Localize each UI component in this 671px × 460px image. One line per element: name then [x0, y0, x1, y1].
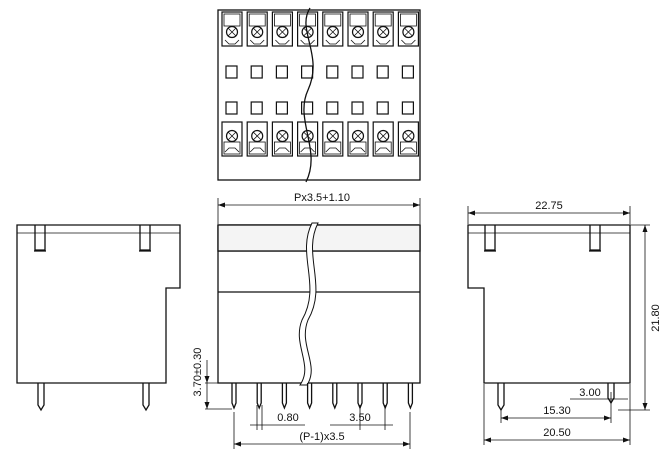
left-side-view	[16, 224, 181, 412]
terminal-cell	[397, 11, 419, 47]
right-side-view: 22.75 21.80 3.00 15.30 20.50	[467, 200, 662, 445]
pad	[275, 101, 288, 115]
terminal-cell	[271, 121, 293, 157]
terminal-cell	[347, 11, 369, 47]
pad	[301, 65, 314, 79]
pad	[351, 101, 364, 115]
pad	[326, 65, 339, 79]
pin	[382, 383, 388, 410]
terminal-cell	[372, 11, 394, 47]
terminal-cell	[246, 11, 268, 47]
terminal-cell	[271, 11, 293, 47]
terminal-cell	[221, 121, 243, 157]
pin	[357, 383, 363, 410]
terminal-cell	[297, 11, 319, 47]
pad	[401, 65, 414, 79]
pin	[256, 383, 262, 410]
terminal-cell	[372, 121, 394, 157]
pad	[376, 101, 389, 115]
pad	[225, 65, 238, 79]
pad	[401, 101, 414, 115]
side-pin-offset-label: 3.00	[579, 387, 600, 399]
pin	[231, 383, 237, 410]
pin-span-label: (P-1)x3.5	[299, 431, 344, 443]
pin	[407, 383, 414, 410]
side-pin-span-label: 15.30	[543, 405, 571, 417]
pitch-label: 3.50	[349, 412, 370, 424]
pin	[281, 383, 288, 410]
side-base-label: 20.50	[543, 427, 571, 439]
pad	[250, 65, 263, 79]
pad	[250, 101, 263, 115]
pin-height-label: 3.70±0.30	[192, 348, 204, 397]
pad	[351, 65, 364, 79]
front-view: Px3.5+1.10 3.70±0.30 0.80 3.50 (P-1)x3.5	[192, 192, 421, 449]
pin	[306, 383, 313, 410]
terminal-cell	[347, 121, 369, 157]
terminal-cell	[221, 11, 243, 47]
overall-width-label: Px3.5+1.10	[294, 192, 350, 204]
terminal-cell	[397, 121, 419, 157]
pad	[376, 65, 389, 79]
pad	[225, 101, 238, 115]
terminal-cell	[322, 11, 344, 47]
pad	[326, 101, 339, 115]
pad	[275, 65, 288, 79]
pin-width-label: 0.80	[277, 412, 298, 424]
side-height-label: 21.80	[650, 304, 662, 332]
terminal-cell	[322, 121, 344, 157]
side-width-label: 22.75	[535, 200, 563, 212]
top-view	[217, 7, 421, 183]
terminal-cell	[297, 121, 319, 157]
pad	[301, 101, 314, 115]
pin	[332, 383, 338, 410]
terminal-cell	[246, 121, 268, 157]
